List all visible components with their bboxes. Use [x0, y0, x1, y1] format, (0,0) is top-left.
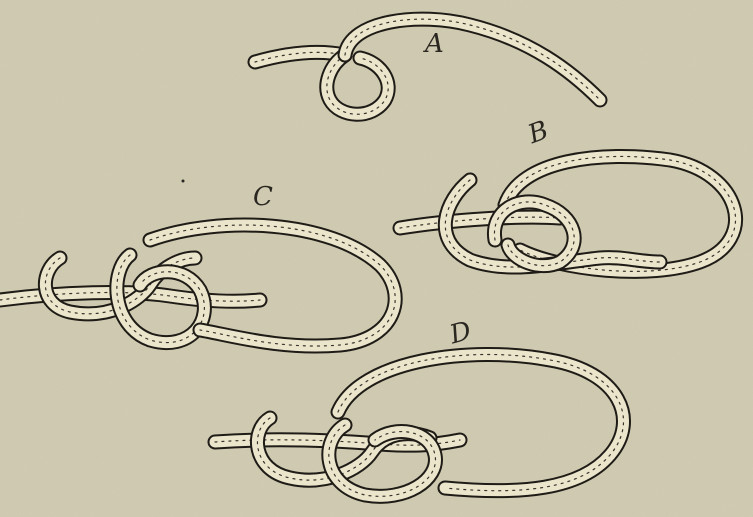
panel-c-label: C: [253, 182, 273, 212]
ink-speck: [182, 180, 185, 183]
panel-a-label: A: [423, 29, 444, 59]
